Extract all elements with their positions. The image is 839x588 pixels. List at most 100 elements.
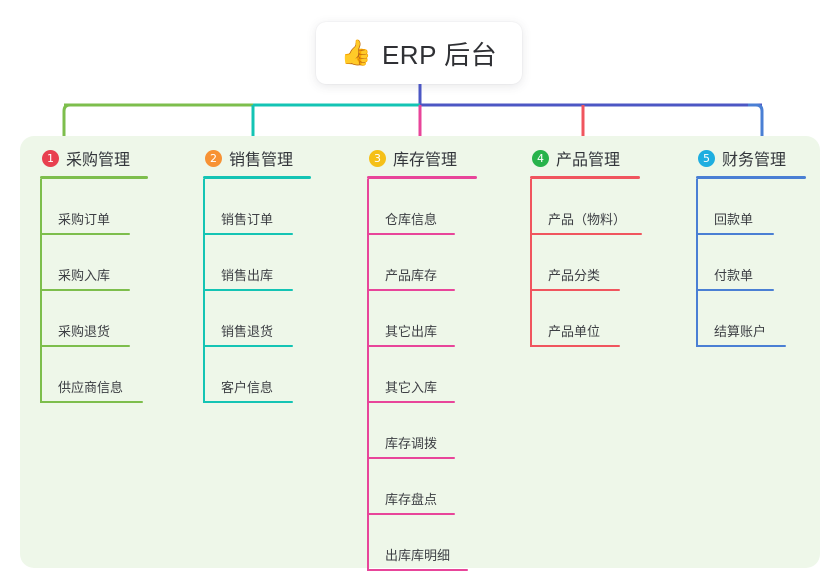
branch-item[interactable]: 采购入库 [40,235,148,291]
branch-item-label: 销售订单 [221,212,274,227]
branch-underline [367,176,477,179]
branch-item[interactable]: 采购退货 [40,291,148,347]
branch-item-underline [40,345,130,347]
root-node[interactable]: 👍 ERP 后台 [316,22,522,84]
branch-item-label: 销售退货 [221,324,274,339]
branch-number-badge: 2 [205,149,222,167]
branch-item[interactable]: 供应商信息 [40,347,148,403]
branch-column: 5 财务管理回款单付款单结算账户 [696,146,806,347]
branch-item-underline [530,233,642,235]
branch-underline [203,176,311,179]
branch-number-badge: 3 [369,149,386,167]
branch-item-underline [40,233,130,235]
branch-item[interactable]: 其它入库 [367,347,477,403]
branch-item-label: 采购入库 [58,268,111,283]
branch-item[interactable]: 产品库存 [367,235,477,291]
branch-spine [367,179,369,571]
branch-item-underline [203,289,293,291]
branch-item-underline [203,345,293,347]
branch-item[interactable]: 回款单 [696,179,806,235]
branch-item[interactable]: 产品（物料） [530,179,642,235]
branch-item-underline [367,569,468,571]
branch-items: 采购订单采购入库采购退货供应商信息 [40,179,148,403]
branch-number-badge: 4 [532,149,549,167]
branch-title: 采购管理 [66,152,131,169]
branch-item-label: 产品单位 [548,324,601,339]
branch-title: 产品管理 [556,152,621,169]
branch-header[interactable]: 3 库存管理 [367,146,477,170]
branch-item-underline [203,401,293,403]
branch-item[interactable]: 销售订单 [203,179,311,235]
branch-item-label: 产品（物料） [548,212,627,227]
drop-purchasing [62,103,78,140]
branch-header[interactable]: 4 产品管理 [530,146,640,170]
branch-underline [530,176,640,179]
branch-item[interactable]: 产品分类 [530,235,640,291]
branch-title: 销售管理 [229,152,294,169]
branch-item[interactable]: 产品单位 [530,291,640,347]
branch-item[interactable]: 其它出库 [367,291,477,347]
branch-item[interactable]: 结算账户 [696,291,806,347]
branch-item-underline [367,513,455,515]
branch-spine [203,179,205,403]
branch-item-underline [203,233,293,235]
branch-item-underline [40,401,143,403]
branch-column: 1 采购管理采购订单采购入库采购退货供应商信息 [40,146,148,403]
branch-header[interactable]: 5 财务管理 [696,146,806,170]
branch-item-underline [530,289,620,291]
branch-item-label: 结算账户 [714,324,767,339]
branch-item-underline [367,345,455,347]
branch-title: 库存管理 [393,152,458,169]
branch-item-underline [696,289,774,291]
branch-item-label: 客户信息 [221,380,274,395]
branch-item-label: 库存调拨 [385,436,438,451]
branch-item-underline [40,289,130,291]
branch-item[interactable]: 出库库明细 [367,515,477,571]
branch-spine [530,179,532,347]
branch-item[interactable]: 销售出库 [203,235,311,291]
branch-column: 2 销售管理销售订单销售出库销售退货客户信息 [203,146,311,403]
branch-underline [696,176,806,179]
branch-spine [40,179,42,403]
drop-finance [748,103,764,140]
branch-underline [40,176,148,179]
branch-column: 3 库存管理仓库信息产品库存其它出库其它入库库存调拨库存盘点出库库明细 [367,146,477,571]
branch-item[interactable]: 付款单 [696,235,806,291]
branch-item[interactable]: 客户信息 [203,347,311,403]
thumbs-up-icon: 👍 [340,38,372,67]
branch-item-label: 库存盘点 [385,492,438,507]
branch-item-label: 出库库明细 [385,548,451,563]
branch-item-label: 付款单 [714,268,754,283]
root-node-title: ERP 后台 [381,39,498,70]
branch-item-label: 仓库信息 [385,212,438,227]
branches-panel [20,136,820,568]
branch-item-label: 销售出库 [221,268,274,283]
branch-item-underline [367,233,455,235]
branch-item-label: 其它入库 [385,380,438,395]
branch-item-underline [367,289,455,291]
branch-item-label: 产品分类 [548,268,601,283]
branch-item-label: 产品库存 [385,268,438,283]
branch-items: 产品（物料） 产品分类产品单位 [530,179,642,347]
branch-item[interactable]: 销售退货 [203,291,311,347]
branch-item[interactable]: 仓库信息 [367,179,477,235]
branch-item-label: 供应商信息 [58,380,124,395]
branch-header[interactable]: 2 销售管理 [203,146,311,170]
branch-items: 回款单付款单结算账户 [696,179,806,347]
branch-items: 销售订单销售出库销售退货客户信息 [203,179,311,403]
branch-item[interactable]: 库存调拨 [367,403,477,459]
branch-header[interactable]: 1 采购管理 [40,146,148,170]
branch-number-badge: 5 [698,149,715,167]
branch-spine [696,179,698,347]
branch-title: 财务管理 [722,152,787,169]
branch-number-badge: 1 [42,149,59,167]
branch-item-underline [696,233,774,235]
branch-item-underline [367,401,455,403]
branch-items: 仓库信息产品库存其它出库其它入库库存调拨库存盘点出库库明细 [367,179,477,571]
branch-column: 4 产品管理产品（物料） 产品分类产品单位 [530,146,642,347]
branch-item-underline [696,345,786,347]
branch-item-label: 采购退货 [58,324,111,339]
branch-item[interactable]: 采购订单 [40,179,148,235]
branch-item[interactable]: 库存盘点 [367,459,477,515]
branch-item-label: 其它出库 [385,324,438,339]
